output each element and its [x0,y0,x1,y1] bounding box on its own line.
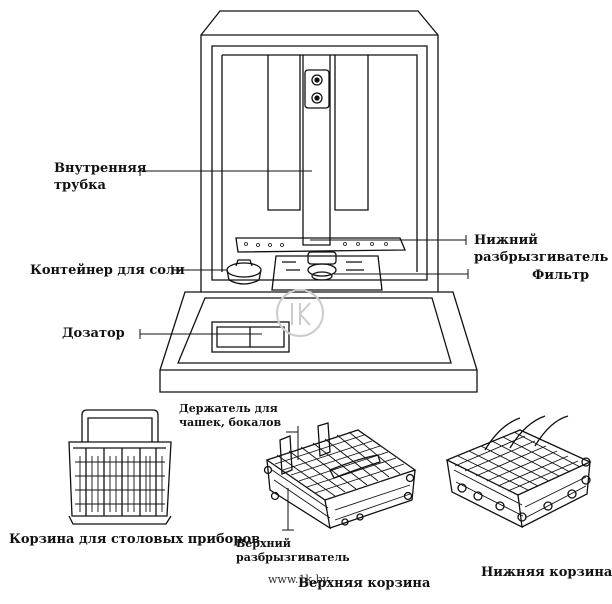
upper-basket-label: Верхняя корзина [298,576,431,591]
filter-assembly [271,251,383,291]
detergent-dispenser [211,321,290,353]
dishwasher-cabinet [200,10,439,293]
salt-container-label: Контейнер для соли [30,263,185,278]
upper-sprayer-label: Верхний разбрызгиватель [236,537,350,565]
lower-basket [445,415,592,529]
lower-sprayer-label-line1: Нижний [474,233,538,248]
cup-holder-label-line1: Держатель для [179,402,278,415]
upper-sprayer-label-line1: Верхний [236,537,291,550]
cutlery-basket-label: Корзина для столовых приборов [9,532,261,547]
lower-basket-label: Нижняя корзина [481,565,612,580]
inner-tube-label: Внутренняя трубка [54,160,146,194]
dispenser-label: Дозатор [62,326,125,341]
cup-holder-label-line2: чашек, бокалов [179,416,282,429]
inner-tube-label-line1: Внутренняя [54,161,147,176]
filter-label: Фильтр [532,268,590,283]
inner-tube-label-line2: трубка [54,178,106,193]
watermark-text: www.1k.by [268,573,329,586]
cup-holder-label: Держатель для чашек, бокалов [179,402,281,430]
upper-sprayer-label-line2: разбрызгиватель [236,551,350,564]
leader-lines [139,166,469,531]
door [159,291,478,393]
lower-sprayer-label-line2: разбрызгиватель [474,250,609,265]
cutlery-basket [68,409,172,525]
watermark-logo [276,289,324,337]
lower-spray-arm [235,237,406,253]
inner-tube [302,55,331,246]
upper-basket [263,422,417,530]
lower-sprayer-label: Нижний разбрызгиватель [474,232,608,266]
